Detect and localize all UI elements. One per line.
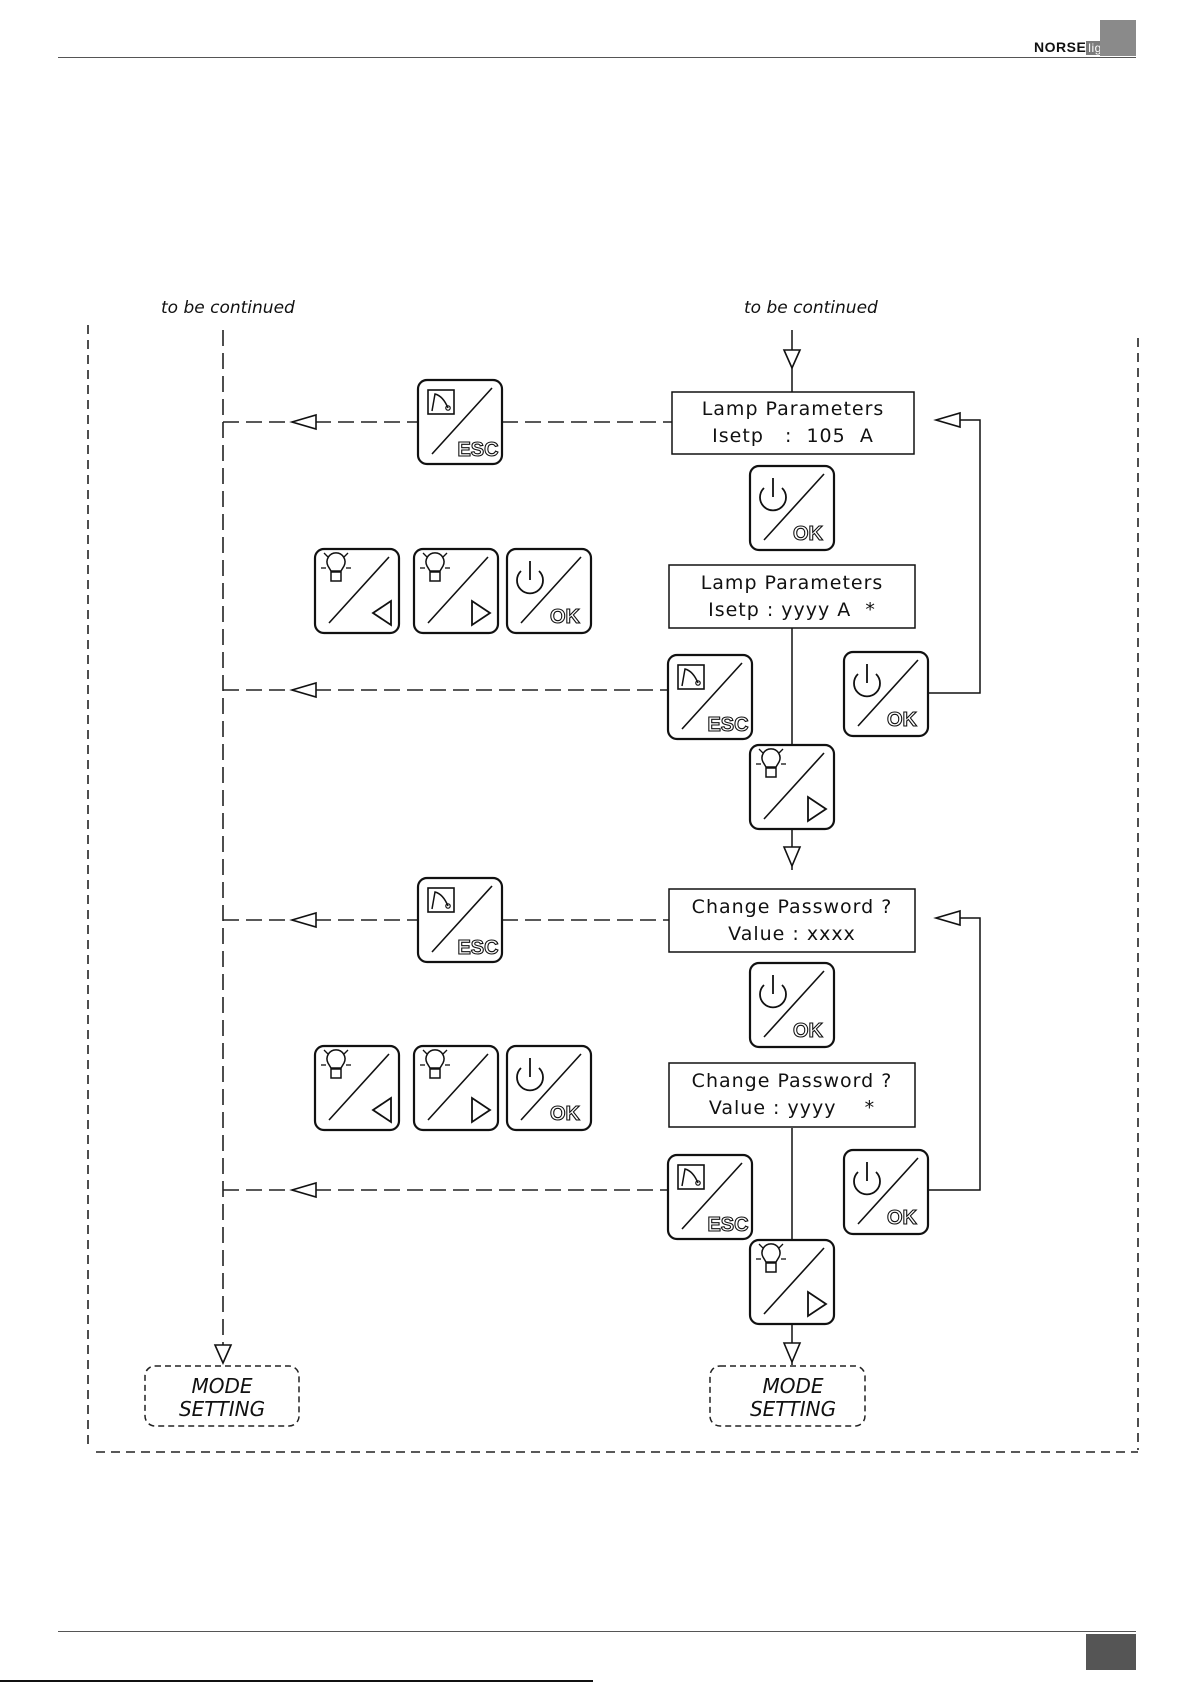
footer-rule — [58, 1631, 1136, 1632]
lcd-line-2: Value : yyyy * — [709, 1097, 875, 1119]
lcd-screen-change-password-edit: Change Password ? Value : yyyy * — [669, 1063, 915, 1127]
left-arrow-key-button[interactable] — [315, 1046, 399, 1130]
ok-key-label: OK — [793, 1020, 824, 1042]
esc-key-button[interactable]: ESC — [418, 380, 502, 464]
ok-key-button[interactable]: OK — [750, 466, 834, 550]
footer-page-block — [1086, 1634, 1136, 1670]
esc-key-label: ESC — [707, 714, 748, 736]
mode-setting-line-1: MODE — [762, 1374, 823, 1398]
esc-key-label: ESC — [457, 439, 498, 461]
right-arrow-key-button[interactable] — [750, 1240, 834, 1324]
esc-key-button[interactable]: ESC — [418, 878, 502, 962]
mode-setting-box-right: MODE SETTING — [710, 1366, 865, 1426]
right-arrow-key-button[interactable] — [750, 745, 834, 829]
bottom-rule — [0, 1680, 593, 1682]
esc-branch-arrowheads — [292, 415, 316, 1197]
lcd-line-2: Value : xxxx — [728, 923, 856, 945]
mode-setting-line-1: MODE — [191, 1374, 252, 1398]
lcd-screen-lamp-parameters-edit: Lamp Parameters Isetp : yyyy A * — [669, 565, 915, 628]
lcd-line-2: Isetp : 105 A — [712, 425, 874, 447]
esc-key-button[interactable]: ESC — [668, 655, 752, 739]
mode-setting-line-2: SETTING — [179, 1397, 265, 1421]
mode-setting-box-left: MODE SETTING — [145, 1366, 299, 1426]
ok-key-label: OK — [887, 709, 918, 731]
ok-key-button[interactable]: OK — [844, 652, 928, 736]
lcd-line-1: Lamp Parameters — [701, 572, 884, 594]
esc-key-button[interactable]: ESC — [668, 1155, 752, 1239]
ok-key-label: OK — [550, 1103, 581, 1125]
mode-setting-line-2: SETTING — [750, 1397, 836, 1421]
ok-key-button[interactable]: OK — [507, 1046, 591, 1130]
ok-key-button[interactable]: OK — [507, 549, 591, 633]
lcd-line-1: Change Password ? — [692, 1070, 893, 1092]
ok-key-label: OK — [793, 523, 824, 545]
ok-key-label: OK — [887, 1207, 918, 1229]
left-arrow-key-button[interactable] — [315, 549, 399, 633]
right-arrow-key-button[interactable] — [414, 549, 498, 633]
esc-key-label: ESC — [457, 937, 498, 959]
ok-key-button[interactable]: OK — [750, 963, 834, 1047]
lcd-line-1: Change Password ? — [692, 896, 893, 918]
ok-key-button[interactable]: OK — [844, 1150, 928, 1234]
continued-label-right: to be continued — [744, 298, 878, 318]
esc-key-label: ESC — [707, 1214, 748, 1236]
lcd-screen-change-password: Change Password ? Value : xxxx — [669, 889, 915, 952]
ok-key-label: OK — [550, 606, 581, 628]
lcd-line-1: Lamp Parameters — [702, 398, 885, 420]
right-arrow-key-button[interactable] — [414, 1046, 498, 1130]
lcd-line-2: Isetp : yyyy A * — [708, 599, 876, 621]
lcd-screen-lamp-parameters: Lamp Parameters Isetp : 105 A — [672, 392, 914, 454]
continued-label-left: to be continued — [161, 298, 295, 318]
